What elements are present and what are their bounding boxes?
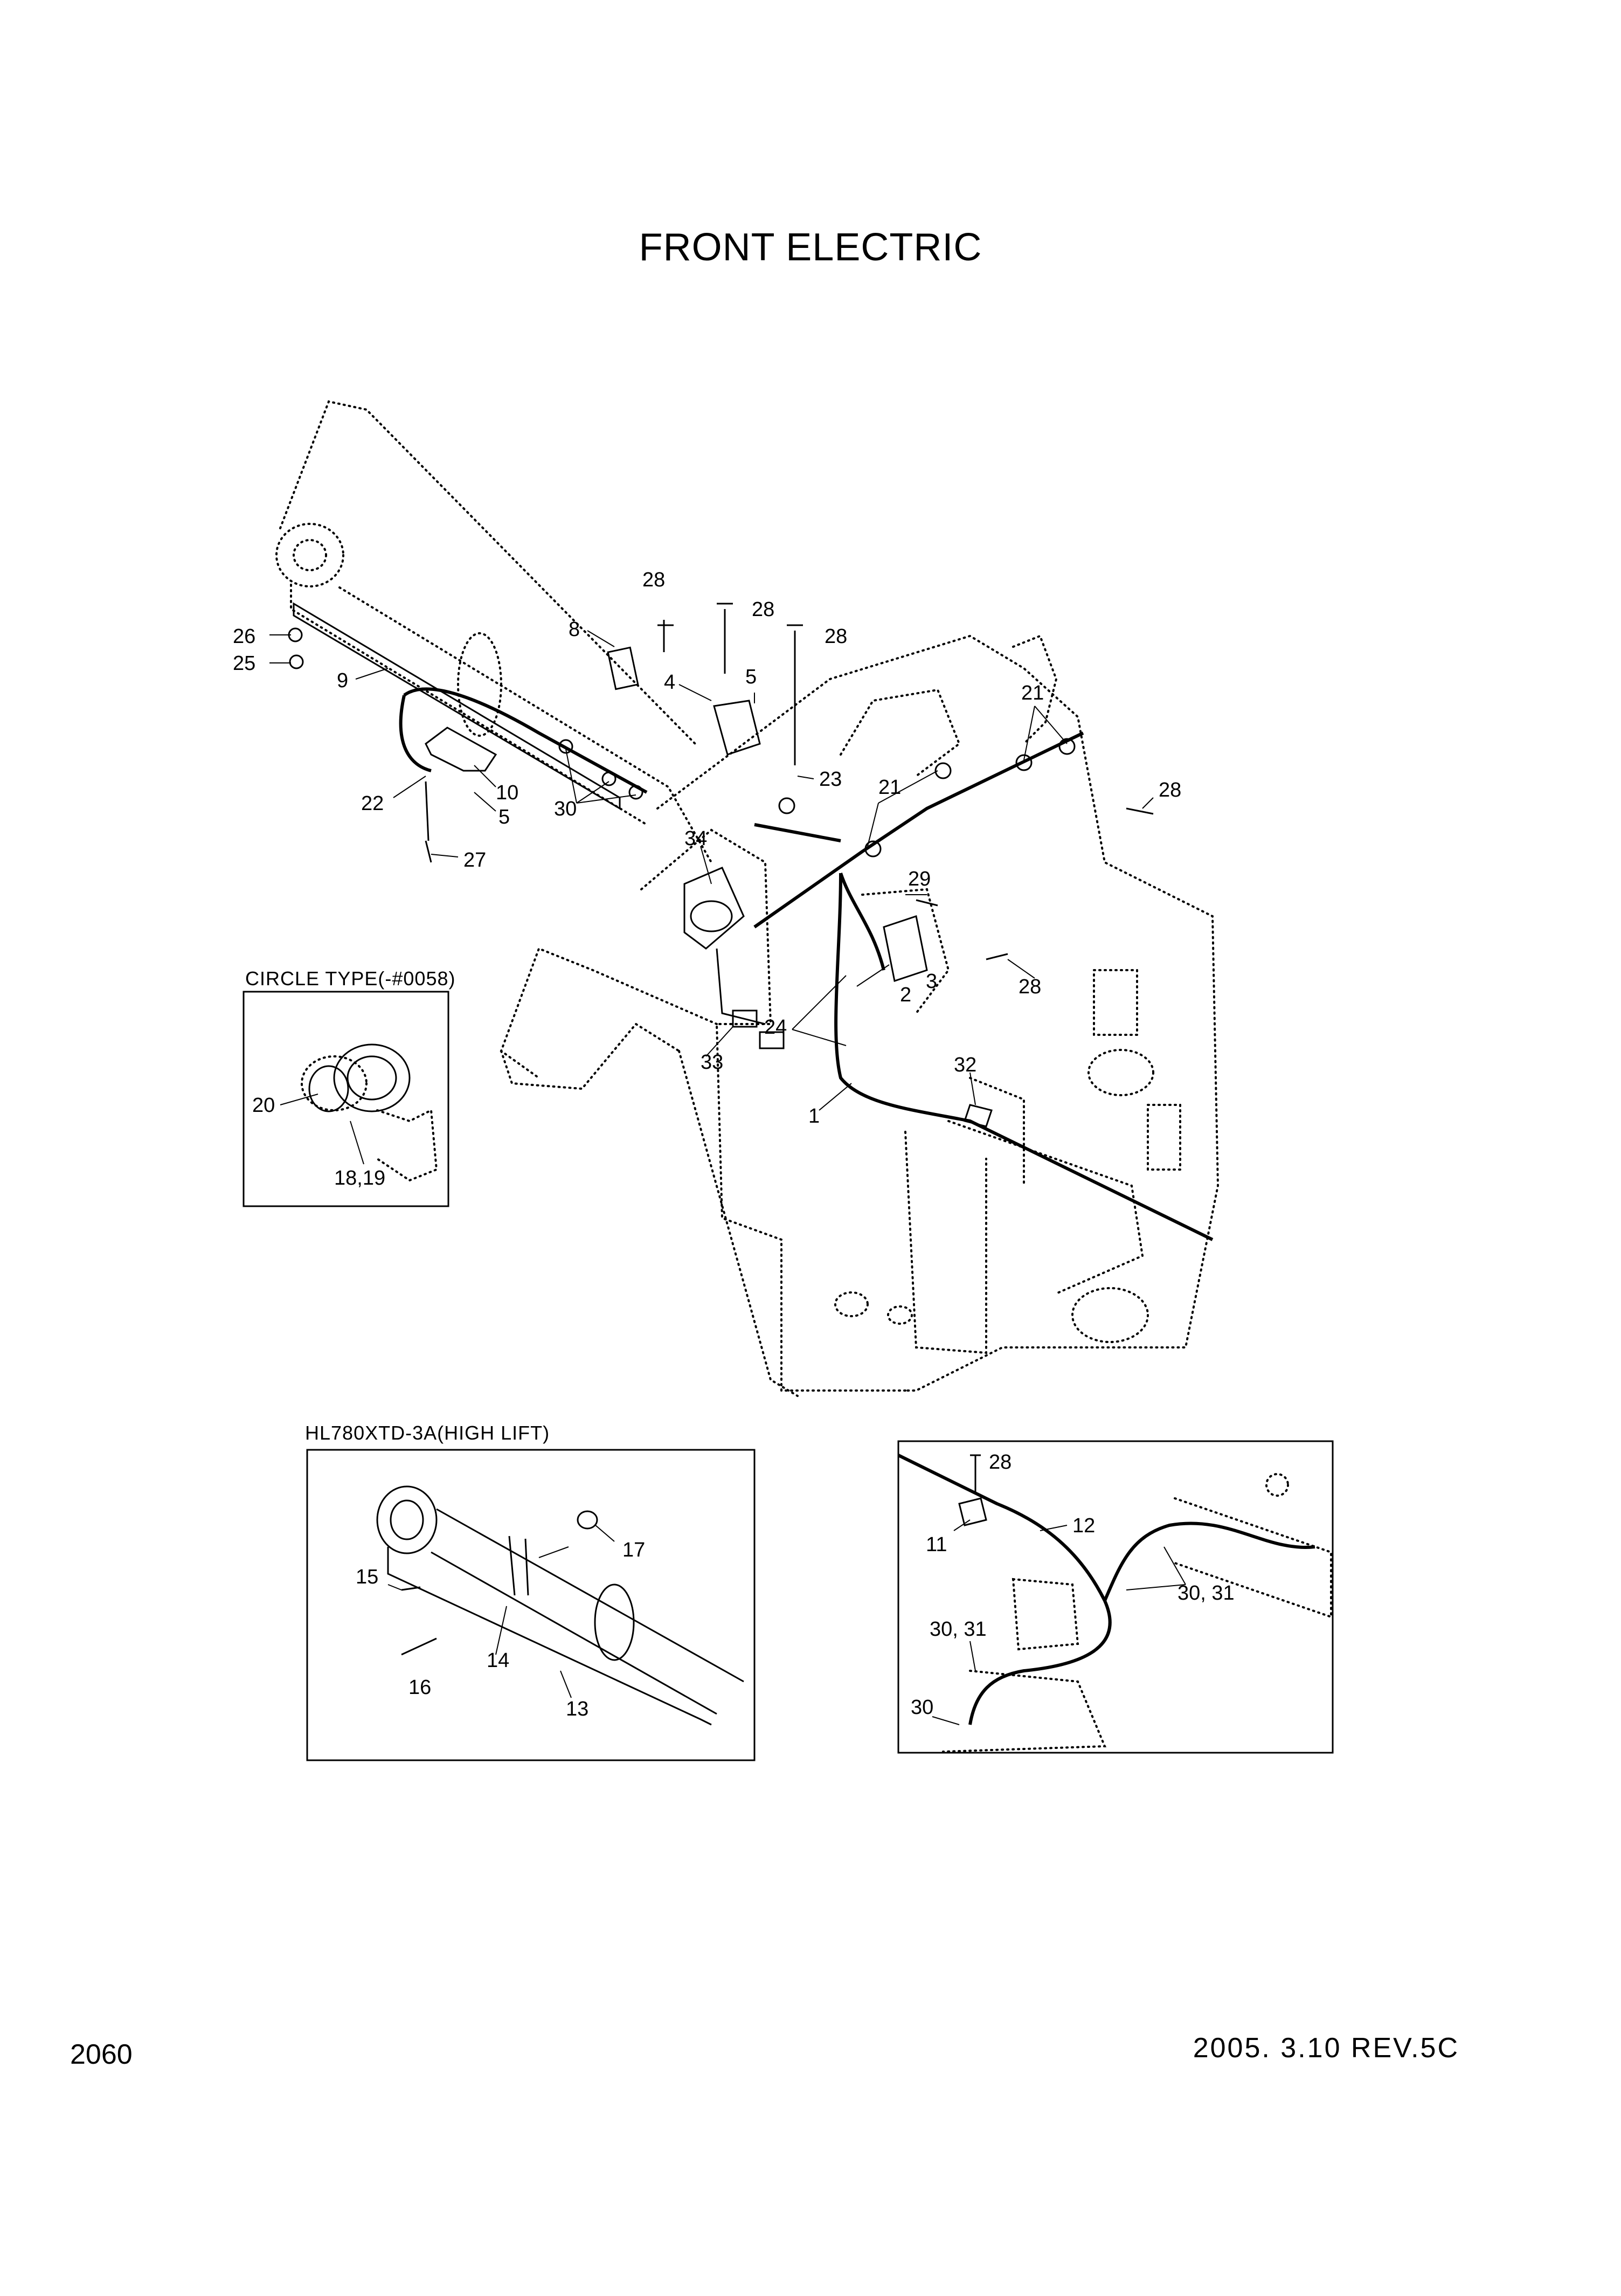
- callout-16: 16: [408, 1676, 431, 1699]
- page-number: 2060: [70, 2039, 133, 2070]
- callout-10: 10: [496, 782, 518, 804]
- main-callouts: 26 25 9 8 28 28 28 4 5 23 10 22 5 30 27 …: [233, 569, 1181, 1128]
- callout-9: 9: [337, 669, 348, 692]
- callout-30b: 30: [911, 1696, 933, 1719]
- callout-11: 11: [926, 1533, 947, 1556]
- callout-28a: 28: [642, 569, 665, 591]
- circle-type-caption: CIRCLE TYPE(-#0058): [245, 967, 456, 990]
- high-lift-caption: HL780XTD-3A(HIGH LIFT): [305, 1422, 550, 1444]
- callout-18-19: 18,19: [334, 1167, 385, 1190]
- callout-30-31b: 30, 31: [930, 1618, 987, 1641]
- callout-28b: 28: [752, 598, 774, 621]
- callout-28d: 28: [1159, 779, 1181, 801]
- front-frame: [500, 634, 1220, 1397]
- page-title: FRONT ELECTRIC: [639, 226, 982, 269]
- inset-wiring-detail: 28 12 11 30, 31 30, 31 30: [897, 1440, 1334, 1754]
- callout-5a: 5: [745, 666, 757, 688]
- callout-14: 14: [487, 1649, 509, 1672]
- callout-30-31a: 30, 31: [1177, 1582, 1235, 1605]
- callout-32: 32: [954, 1054, 976, 1076]
- callout-20: 20: [252, 1094, 275, 1117]
- callout-21a: 21: [1021, 682, 1044, 704]
- callout-3: 3: [926, 970, 937, 993]
- inset-high-lift: 17 15 14 16 13: [306, 1449, 756, 1761]
- callout-23: 23: [819, 768, 842, 791]
- callout-28e: 28: [1019, 976, 1041, 998]
- callout-22: 22: [361, 792, 384, 815]
- callout-4: 4: [664, 671, 675, 694]
- callout-8: 8: [569, 618, 580, 641]
- bolts: [288, 603, 1154, 960]
- revision-date: 2005. 3.10 REV.5C: [1193, 2032, 1459, 2064]
- callout-17: 17: [622, 1539, 645, 1561]
- callout-33: 33: [701, 1051, 723, 1074]
- callout-2: 2: [900, 984, 911, 1006]
- callout-30a: 30: [554, 798, 577, 820]
- boom-arm: [275, 400, 712, 863]
- callout-1: 1: [808, 1105, 820, 1128]
- callout-26: 26: [233, 625, 255, 648]
- callout-28f: 28: [989, 1451, 1012, 1474]
- callout-15: 15: [356, 1566, 378, 1588]
- callout-12: 12: [1072, 1514, 1095, 1537]
- callout-5b: 5: [498, 806, 510, 828]
- callout-21b: 21: [878, 776, 901, 799]
- callout-13: 13: [566, 1698, 588, 1720]
- callout-29: 29: [908, 868, 931, 890]
- leader-lines: [269, 630, 1154, 1111]
- bracket-parts: [425, 646, 1076, 1128]
- callout-34: 34: [684, 827, 707, 850]
- wiring-harness: [399, 687, 1214, 1241]
- callout-27: 27: [463, 849, 486, 872]
- inset-circle-type: 20 18,19: [243, 991, 449, 1207]
- callout-28c: 28: [825, 625, 847, 648]
- callout-24: 24: [764, 1016, 787, 1039]
- callout-25: 25: [233, 652, 255, 675]
